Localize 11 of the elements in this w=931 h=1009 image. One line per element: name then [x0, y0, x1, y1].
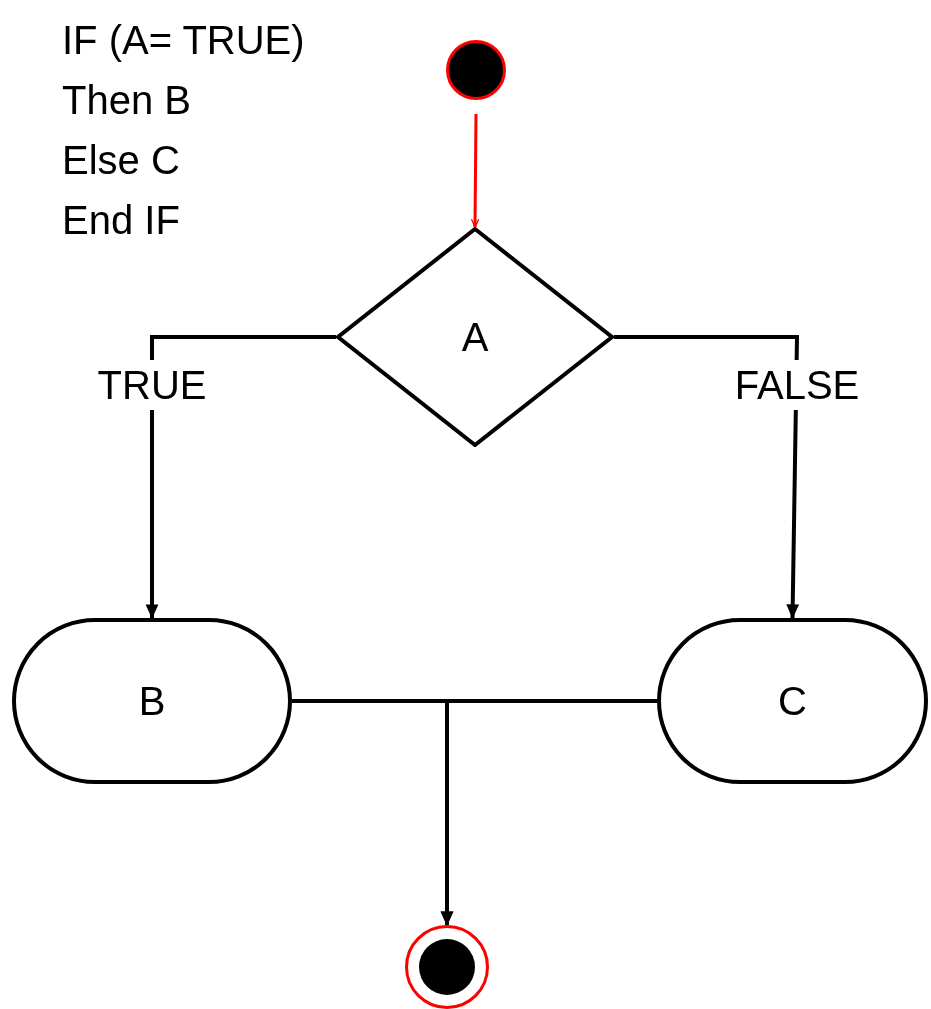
arrow: [470, 114, 480, 228]
node-label: C: [778, 681, 807, 721]
pseudocode-line: End IF: [62, 197, 181, 244]
pseudocode-line: IF (A= TRUE): [62, 17, 305, 64]
arrow: [614, 335, 800, 619]
start-node: [446, 40, 506, 100]
arrow: [145, 335, 336, 619]
pseudocode-line: Then B: [62, 77, 192, 124]
node-label: B: [138, 681, 166, 721]
pseudocode-line: Else C: [62, 137, 181, 184]
node-label: A: [461, 317, 489, 357]
